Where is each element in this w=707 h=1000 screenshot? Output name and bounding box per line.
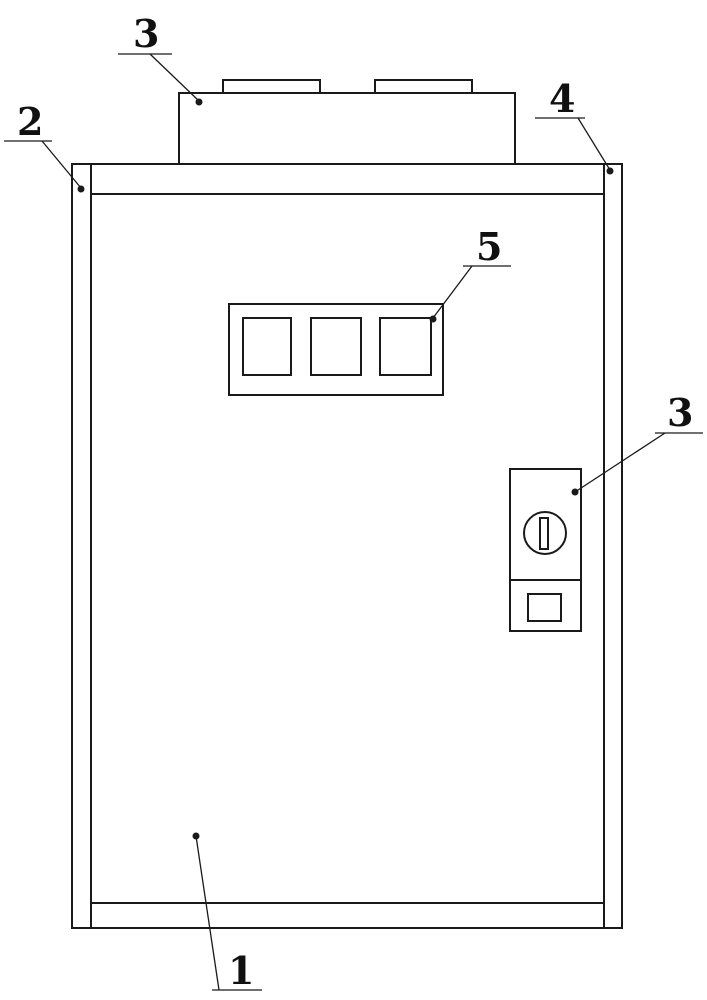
leader-dot-lock-box [571,488,579,496]
label-lock-box: 3 [667,390,693,435]
lock-box-button [527,593,562,622]
top-bump-left [222,79,321,94]
leader-dot-top-unit [195,98,203,106]
key-slot [539,517,549,550]
label-cabinet-body: 1 [228,948,254,993]
label-left-frame: 2 [17,99,43,144]
leader-switch-panel [432,265,473,319]
leader-right-frame [577,117,611,171]
leader-dot-switch-panel [429,315,437,323]
lock-box [509,468,582,632]
leader-lock-box [574,432,666,493]
leader-dot-left-frame [77,185,85,193]
switch-3 [379,317,432,376]
label-right-frame: 4 [549,76,575,121]
labels: 3 2 4 5 3 1 [17,11,693,993]
cabinet-outline [71,163,623,929]
leader-left-frame [41,140,82,189]
top-unit-box [178,92,516,165]
top-bump-right [374,79,473,94]
leader-top-unit [149,53,200,102]
top-unit [178,79,516,165]
label-top-unit: 3 [133,11,159,56]
leaders [4,53,703,991]
switch-1 [242,317,292,376]
switch-panel [228,303,444,396]
switch-2 [310,317,362,376]
leader-cabinet-body [195,835,220,991]
key-lock [523,511,567,555]
leader-dot-cabinet-body [192,832,200,840]
lock-box-frame [509,468,582,632]
cabinet-body [71,163,623,929]
switch-panel-frame [228,303,444,396]
leader-dot-right-frame [606,167,614,175]
label-switch-panel: 5 [476,224,502,269]
